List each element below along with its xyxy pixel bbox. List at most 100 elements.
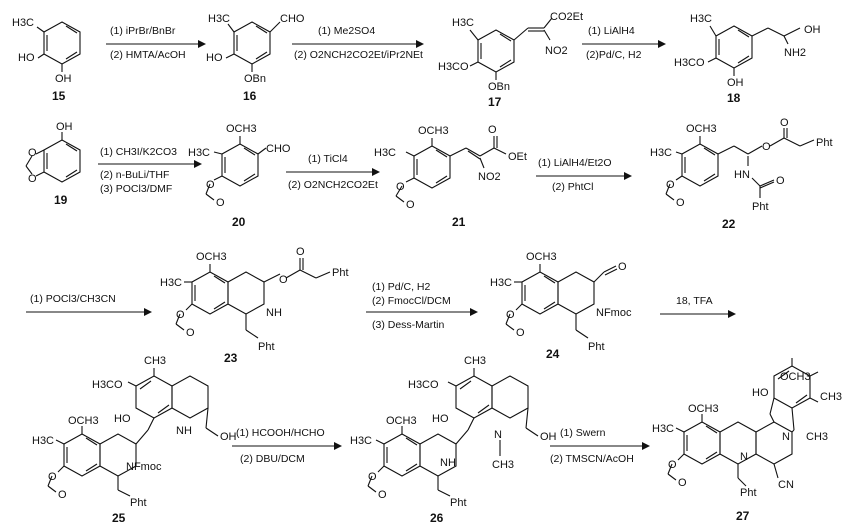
compound-19-label-1: OH bbox=[56, 121, 73, 133]
compound-21-label-7: O bbox=[406, 199, 415, 211]
compound-22-label-9: O bbox=[676, 197, 685, 209]
compound-22-label-1: OCH3 bbox=[686, 123, 717, 135]
compound-25-label-8: NFmoc bbox=[126, 461, 162, 473]
compound-24-label-3: O bbox=[618, 261, 627, 273]
compound-27-label-11: Pht bbox=[740, 487, 757, 499]
compound-26-label-8: N bbox=[494, 429, 502, 441]
compound-26-label-2: H3CO bbox=[408, 379, 439, 391]
compound-27: HO OCH3 OCH3 CH3 H3C N CH3 N O O Pht CN … bbox=[652, 358, 842, 523]
compound-17-label-4: NO2 bbox=[545, 45, 568, 57]
compound-21: OCH3 O H3C OEt NO2 O O 21 bbox=[374, 124, 527, 229]
compound-18-label-3: H3CO bbox=[674, 57, 705, 69]
compound-17-label-1: H3C bbox=[452, 17, 474, 29]
compound-22-label-4: H3C bbox=[650, 147, 672, 159]
compound-20: OCH3 H3C CHO O O 20 bbox=[188, 123, 291, 229]
compound-27-number: 27 bbox=[736, 509, 750, 523]
reaction-10-below-1: (2) DBU/DCM bbox=[240, 453, 305, 465]
compound-20-label-1: OCH3 bbox=[226, 123, 257, 135]
compound-24-label-5: O bbox=[506, 309, 515, 321]
compound-26: CH3 H3CO OCH3 HO H3C OH NH N CH3 O O Pht… bbox=[350, 355, 557, 525]
compound-27-label-3: OCH3 bbox=[688, 403, 719, 415]
compound-27-label-6: N bbox=[782, 431, 790, 443]
reaction-1-below-1: (2) HMTA/AcOH bbox=[110, 49, 186, 61]
compound-18: H3C OH H3CO NH2 OH 18 bbox=[674, 13, 821, 105]
compound-15: H3C HO OH 15 bbox=[12, 17, 81, 103]
compound-23-label-3: H3C bbox=[160, 277, 182, 289]
reaction-arrow-2: (1) Me2SO4 (2) O2NCH2CO2Et/iPr2NEt bbox=[292, 25, 424, 61]
compound-27-label-4: CH3 bbox=[820, 391, 842, 403]
compound-26-label-4: HO bbox=[432, 413, 449, 425]
reaction-4-below-2: (3) POCl3/DMF bbox=[100, 183, 172, 195]
compound-19-label-2: O bbox=[28, 147, 37, 159]
compound-15-label-1: H3C bbox=[12, 17, 34, 29]
reaction-arrow-5: (1) TiCl4 (2) O2NCH2CO2Et bbox=[286, 153, 380, 191]
compound-23: OCH3 O H3C O Pht NH O O Pht 23 bbox=[160, 246, 349, 365]
compound-17-label-3: H3CO bbox=[438, 61, 469, 73]
reaction-11-above-1: (1) Swern bbox=[560, 427, 606, 439]
compound-26-label-5: H3C bbox=[350, 435, 372, 447]
compound-22-label-5: O bbox=[762, 141, 771, 153]
compound-23-label-2: O bbox=[296, 246, 305, 258]
compound-24-label-7: Pht bbox=[588, 341, 605, 353]
reaction-arrow-11: (1) Swern (2) TMSCN/AcOH bbox=[550, 427, 650, 465]
reaction-arrow-9: 18, TFA bbox=[660, 295, 736, 318]
compound-21-label-4: OEt bbox=[508, 151, 527, 163]
reaction-2-below-1: (2) O2NCH2CO2Et/iPr2NEt bbox=[294, 49, 423, 61]
reaction-6-above-1: (1) LiAlH4/Et2O bbox=[538, 157, 612, 169]
compound-16-number: 16 bbox=[243, 89, 257, 103]
compound-21-label-1: OCH3 bbox=[418, 125, 449, 137]
compound-18-label-2: OH bbox=[804, 24, 821, 36]
compound-25-label-6: OH bbox=[220, 431, 237, 443]
compound-21-label-6: O bbox=[396, 181, 405, 193]
compound-15-number: 15 bbox=[52, 89, 66, 103]
compound-25-label-10: O bbox=[58, 489, 67, 501]
compound-27-label-1: HO bbox=[752, 387, 769, 399]
reaction-8-above-2: (2) FmocCl/DCM bbox=[372, 295, 451, 307]
compound-26-label-1: CH3 bbox=[464, 355, 486, 367]
compound-17: H3C CO2Et H3CO NO2 OBn 17 bbox=[438, 11, 583, 109]
compound-23-label-8: O bbox=[186, 327, 195, 339]
compound-15-label-3: OH bbox=[55, 73, 72, 85]
compound-27-label-5: H3C bbox=[652, 423, 674, 435]
compound-22-label-2: O bbox=[780, 117, 789, 129]
reaction-5-above-1: (1) TiCl4 bbox=[308, 153, 348, 165]
compound-26-number: 26 bbox=[430, 511, 444, 525]
compound-25-label-4: HO bbox=[114, 413, 131, 425]
compound-26-label-7: NH bbox=[440, 457, 456, 469]
compound-23-label-1: OCH3 bbox=[196, 251, 227, 263]
compound-22-number: 22 bbox=[722, 217, 736, 231]
compound-23-label-4: O bbox=[279, 274, 288, 286]
compound-22: OCH3 O Pht H3C O HN O O O Pht 22 bbox=[650, 117, 833, 231]
compound-26-label-11: O bbox=[378, 489, 387, 501]
reaction-4-below-1: (2) n-BuLi/THF bbox=[100, 169, 169, 181]
reaction-arrow-3: (1) LiAlH4 (2)Pd/C, H2 bbox=[582, 25, 666, 61]
compound-26-label-10: O bbox=[368, 471, 377, 483]
compound-16-label-3: HO bbox=[206, 52, 223, 64]
compound-21-label-2: O bbox=[488, 124, 497, 136]
reaction-6-below-1: (2) PhtCl bbox=[552, 181, 593, 193]
compound-27-label-9: O bbox=[668, 459, 677, 471]
compound-27-label-12: CN bbox=[778, 479, 794, 491]
compound-24-label-6: O bbox=[516, 327, 525, 339]
compound-16-label-1: H3C bbox=[208, 13, 230, 25]
compound-23-label-7: O bbox=[176, 309, 185, 321]
reaction-arrow-1: (1) iPrBr/BnBr (2) HMTA/AcOH bbox=[106, 25, 206, 61]
compound-20-label-5: O bbox=[216, 197, 225, 209]
compound-17-label-5: OBn bbox=[488, 81, 510, 93]
compound-15-label-2: HO bbox=[18, 52, 35, 64]
compound-16-label-2: CHO bbox=[280, 13, 305, 25]
reaction-8-below-1: (3) Dess-Martin bbox=[372, 319, 445, 331]
compound-19-label-3: O bbox=[28, 173, 37, 185]
compound-25-number: 25 bbox=[112, 511, 126, 525]
compound-18-number: 18 bbox=[727, 91, 741, 105]
compound-23-label-9: Pht bbox=[258, 341, 275, 353]
compound-24-number: 24 bbox=[546, 347, 560, 361]
compound-22-label-3: Pht bbox=[816, 137, 833, 149]
compound-25-label-11: Pht bbox=[130, 497, 147, 509]
compound-24: OCH3 H3C O NFmoc O O Pht 24 bbox=[490, 251, 632, 361]
compound-16: H3C CHO HO OBn 16 bbox=[206, 13, 305, 103]
compound-20-label-2: H3C bbox=[188, 147, 210, 159]
compound-21-label-5: NO2 bbox=[478, 171, 501, 183]
reaction-9-above-1: 18, TFA bbox=[676, 295, 713, 307]
